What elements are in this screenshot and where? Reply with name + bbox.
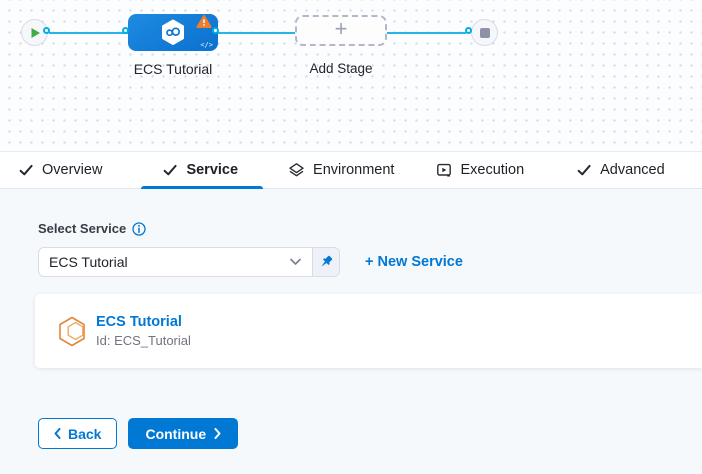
service-select: ECS Tutorial xyxy=(38,247,340,277)
node-port xyxy=(43,27,50,34)
pipeline-edge xyxy=(218,31,295,34)
tab-label: Overview xyxy=(42,162,103,178)
pin-service-button[interactable] xyxy=(312,248,339,276)
service-tab-panel: Select Service ECS Tutorial xyxy=(0,189,702,474)
footer-actions: Back Continue xyxy=(38,418,239,449)
stage-node-label: ECS Tutorial xyxy=(133,61,213,77)
pin-icon xyxy=(321,255,333,267)
continue-button[interactable]: Continue xyxy=(128,418,239,449)
harness-stage-icon xyxy=(162,19,184,45)
node-port xyxy=(465,27,472,34)
add-stage-label: Add Stage xyxy=(309,61,373,76)
back-button-label: Back xyxy=(68,425,102,442)
tab-environment[interactable]: Environment xyxy=(288,152,394,188)
service-hexagon-icon xyxy=(59,316,85,347)
service-card-title: ECS Tutorial xyxy=(96,314,182,330)
tab-overview[interactable]: Overview xyxy=(18,152,102,188)
check-icon xyxy=(19,164,33,176)
service-select-input[interactable]: ECS Tutorial xyxy=(39,248,312,276)
selected-service-card[interactable]: ECS Tutorial Id: ECS_Tutorial xyxy=(35,294,702,368)
environment-icon xyxy=(289,163,304,177)
play-icon xyxy=(31,27,40,38)
add-stage-button[interactable]: + xyxy=(295,15,387,46)
tab-label: Service xyxy=(186,162,239,178)
check-icon xyxy=(577,164,591,176)
tab-label: Execution xyxy=(460,162,525,178)
chevron-down-icon xyxy=(290,258,301,265)
tab-label: Advanced xyxy=(600,162,665,178)
info-icon[interactable] xyxy=(132,221,146,236)
check-icon xyxy=(164,164,178,176)
tab-advanced[interactable]: Advanced xyxy=(576,152,665,188)
new-service-link[interactable]: + New Service xyxy=(365,254,463,270)
service-card-id: Id: ECS_Tutorial xyxy=(96,333,191,348)
chevron-right-icon xyxy=(214,428,221,439)
pipeline-edge xyxy=(49,31,128,34)
pipeline-canvas: </> ECS Tutorial + Add Stage xyxy=(0,0,702,151)
stop-icon xyxy=(479,27,490,38)
stage-config-tabbar: Overview Service Environment Execution A… xyxy=(0,151,702,189)
service-card-text: ECS Tutorial Id: ECS_Tutorial xyxy=(96,314,191,348)
node-port xyxy=(212,27,219,34)
select-service-row: ECS Tutorial + New Service xyxy=(38,247,463,277)
stage-node-ecs-tutorial[interactable]: </> xyxy=(128,14,218,51)
pipeline-edge xyxy=(387,31,466,34)
select-service-label-row: Select Service xyxy=(38,221,146,236)
continue-button-label: Continue xyxy=(145,425,207,442)
tab-label: Environment xyxy=(313,162,395,178)
tab-service[interactable]: Service xyxy=(141,152,263,189)
warning-icon xyxy=(196,15,212,28)
select-service-label: Select Service xyxy=(38,221,127,236)
tab-execution[interactable]: Execution xyxy=(436,152,524,188)
node-port xyxy=(122,27,129,34)
execution-icon xyxy=(437,163,452,177)
service-select-value: ECS Tutorial xyxy=(49,254,128,270)
pipeline-end-node xyxy=(471,19,498,46)
chevron-left-icon xyxy=(54,428,61,439)
code-icon[interactable]: </> xyxy=(200,41,213,49)
back-button[interactable]: Back xyxy=(38,418,118,449)
